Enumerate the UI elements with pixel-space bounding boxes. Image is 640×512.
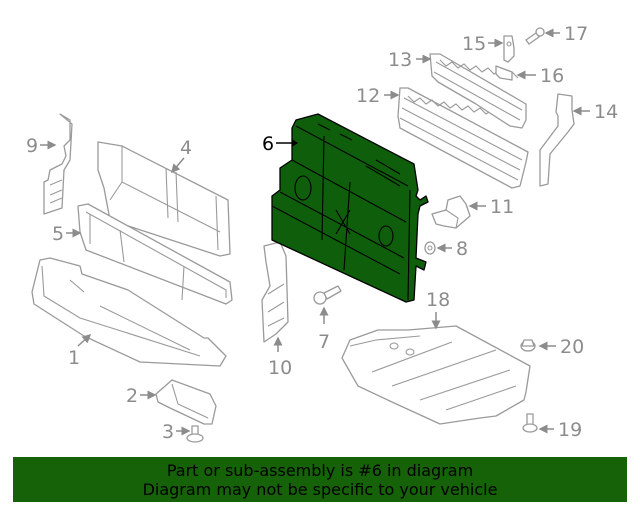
part-20[interactable] — [520, 339, 536, 352]
callout-17: 17 — [544, 23, 588, 45]
svg-text:19: 19 — [558, 419, 582, 441]
part-3[interactable] — [186, 425, 204, 443]
callout-4: 4 — [171, 137, 192, 174]
svg-text:4: 4 — [180, 137, 192, 159]
svg-text:6: 6 — [262, 133, 274, 155]
callout-1: 1 — [68, 333, 92, 369]
callout-5: 5 — [52, 223, 82, 245]
part-19[interactable] — [522, 413, 538, 433]
svg-text:10: 10 — [268, 357, 292, 379]
banner-disclaimer: Diagram may not be specific to your vehi… — [142, 480, 498, 499]
svg-text:2: 2 — [126, 385, 138, 407]
banner-part-note: Part or sub-assembly is #6 in diagram — [166, 461, 474, 480]
info-banner: Part or sub-assembly is #6 in diagram Di… — [13, 457, 627, 502]
callout-13: 13 — [388, 49, 432, 71]
callout-2: 2 — [126, 385, 157, 407]
svg-text:12: 12 — [356, 85, 380, 107]
part-8[interactable] — [424, 241, 436, 255]
part-7[interactable] — [313, 285, 342, 305]
svg-text:11: 11 — [490, 196, 514, 218]
callout-15: 15 — [462, 33, 504, 55]
svg-text:5: 5 — [52, 223, 64, 245]
callout-20: 20 — [538, 336, 584, 358]
part-4[interactable] — [97, 141, 231, 257]
svg-text:9: 9 — [26, 135, 38, 157]
callout-12: 12 — [356, 85, 400, 107]
callout-9: 9 — [26, 135, 57, 157]
callout-19: 19 — [538, 419, 582, 441]
callout-6: 6 — [262, 133, 298, 155]
part-18[interactable] — [341, 325, 531, 425]
callout-16: 16 — [516, 65, 564, 87]
svg-text:15: 15 — [462, 33, 486, 55]
part-17[interactable] — [525, 27, 545, 45]
part-10[interactable] — [261, 241, 289, 343]
callout-18: 18 — [426, 289, 450, 330]
callout-14: 14 — [572, 101, 618, 123]
svg-text:18: 18 — [426, 289, 450, 311]
svg-text:20: 20 — [560, 336, 584, 358]
svg-text:1: 1 — [68, 347, 80, 369]
callout-11: 11 — [468, 196, 514, 218]
part-6-highlighted[interactable] — [271, 113, 429, 303]
svg-text:7: 7 — [318, 331, 330, 353]
svg-text:8: 8 — [456, 238, 468, 260]
svg-text:17: 17 — [564, 23, 588, 45]
svg-text:14: 14 — [594, 101, 618, 123]
callout-8: 8 — [436, 238, 468, 260]
svg-text:16: 16 — [540, 65, 564, 87]
part-16[interactable] — [495, 65, 513, 81]
part-15[interactable] — [503, 35, 515, 63]
callout-3: 3 — [162, 421, 191, 443]
part-9[interactable] — [43, 113, 73, 215]
part-1[interactable] — [31, 257, 227, 367]
parts-diagram: 9 4 5 1 2 3 — [26, 23, 618, 443]
svg-text:3: 3 — [162, 421, 174, 443]
part-11[interactable] — [431, 195, 471, 229]
part-14[interactable] — [539, 93, 575, 187]
part-2[interactable] — [155, 379, 217, 425]
svg-text:13: 13 — [388, 49, 412, 71]
callout-7: 7 — [318, 306, 330, 353]
callout-10: 10 — [268, 336, 292, 379]
